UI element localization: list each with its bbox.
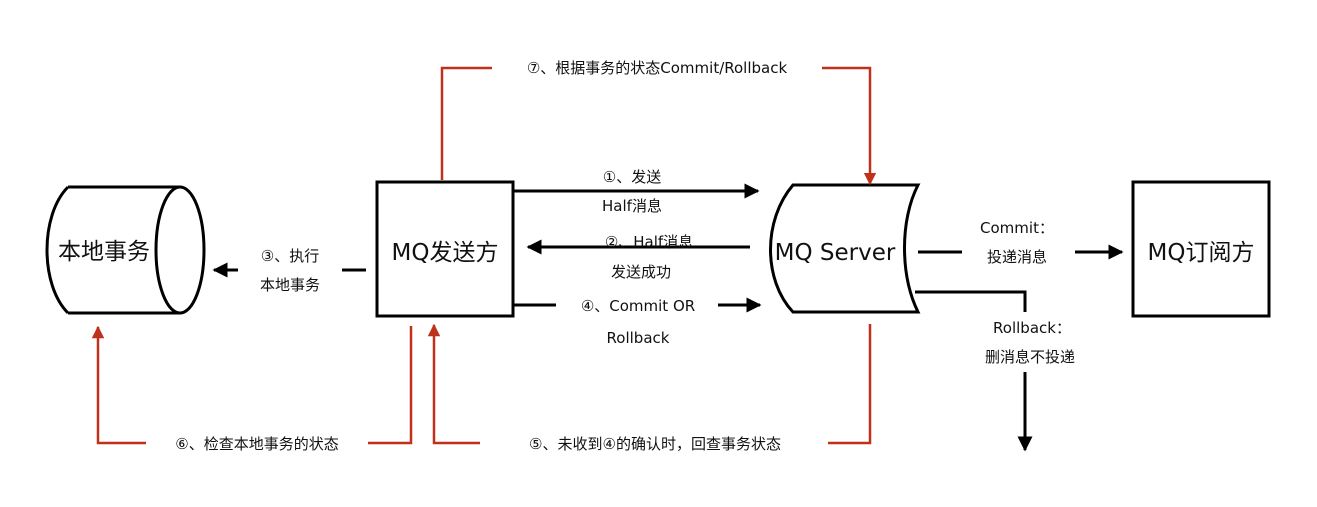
- rollback-label-line2: 删消息不投递: [985, 348, 1075, 366]
- rollback-label-line1: Rollback：: [993, 319, 1071, 337]
- local-transaction-shape: [45, 185, 180, 315]
- local-transaction-node: 本地事务: [45, 185, 206, 315]
- arrow-step7-right: [822, 66, 877, 186]
- step5-label: ⑤、未收到④的确认时，回查事务状态: [529, 435, 781, 453]
- arrow-step7-left: [440, 66, 492, 180]
- arrow-step6-right: [368, 326, 413, 445]
- producer-node: MQ发送方: [375, 180, 515, 318]
- arrow-step6-left: [91, 325, 146, 445]
- producer-label: MQ发送方: [392, 240, 499, 266]
- arrow-step5-right: [828, 324, 872, 445]
- step2-label-line1: ②、Half消息: [605, 233, 693, 251]
- local-transaction-cap: [154, 185, 206, 315]
- commit-label-line1: Commit：: [980, 219, 1054, 237]
- step3-label-line1: ③、执行: [261, 247, 319, 265]
- server-node: MQ Server: [769, 183, 921, 314]
- arrow-rollback-top: [915, 290, 1027, 312]
- local-transaction-label: 本地事务: [58, 239, 150, 265]
- step3-label-line2: 本地事务: [260, 276, 320, 294]
- commit-label-line2: 投递消息: [987, 248, 1047, 266]
- step6-label: ⑥、检查本地事务的状态: [175, 435, 338, 453]
- server-shape: [769, 183, 921, 314]
- consumer-node: MQ订阅方: [1131, 180, 1271, 318]
- consumer-box: [1131, 180, 1271, 318]
- producer-box: [375, 180, 515, 318]
- step7-label: ⑦、根据事务的状态Commit/Rollback: [527, 59, 788, 77]
- step4-label-line2: Rollback: [607, 329, 670, 347]
- step1-label-line2: Half消息: [602, 197, 662, 215]
- step1-label-line1: ①、发送: [603, 168, 661, 186]
- server-label: MQ Server: [775, 240, 896, 266]
- step2-label-line2: 发送成功: [611, 263, 671, 281]
- consumer-label: MQ订阅方: [1148, 240, 1255, 266]
- arrow-step5-left: [427, 323, 480, 445]
- step4-label-line1: ④、Commit OR: [581, 297, 695, 315]
